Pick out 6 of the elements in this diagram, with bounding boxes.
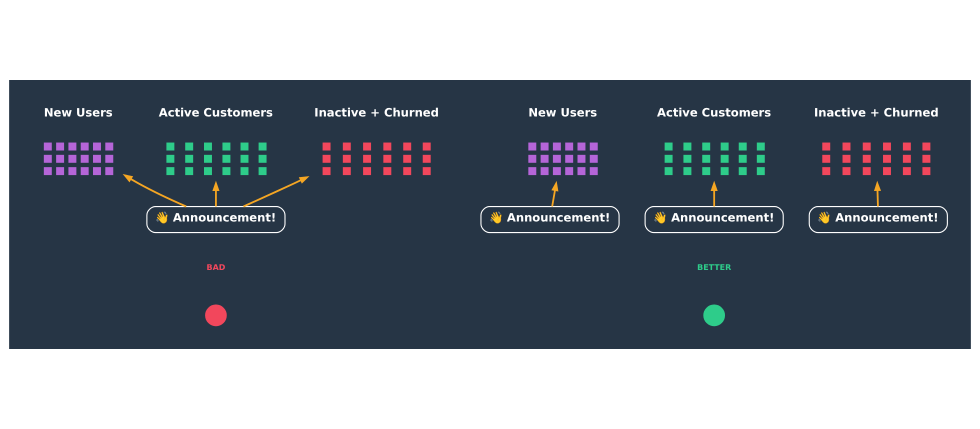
node-label: Inactive + Churned <box>814 105 939 120</box>
node-label: Active Customers <box>158 105 273 120</box>
node-label: New Users <box>44 105 113 120</box>
node-label: New Users <box>528 105 598 120</box>
node-label: Inactive + Churned <box>314 105 439 120</box>
node-label: Active Customers <box>657 105 772 120</box>
